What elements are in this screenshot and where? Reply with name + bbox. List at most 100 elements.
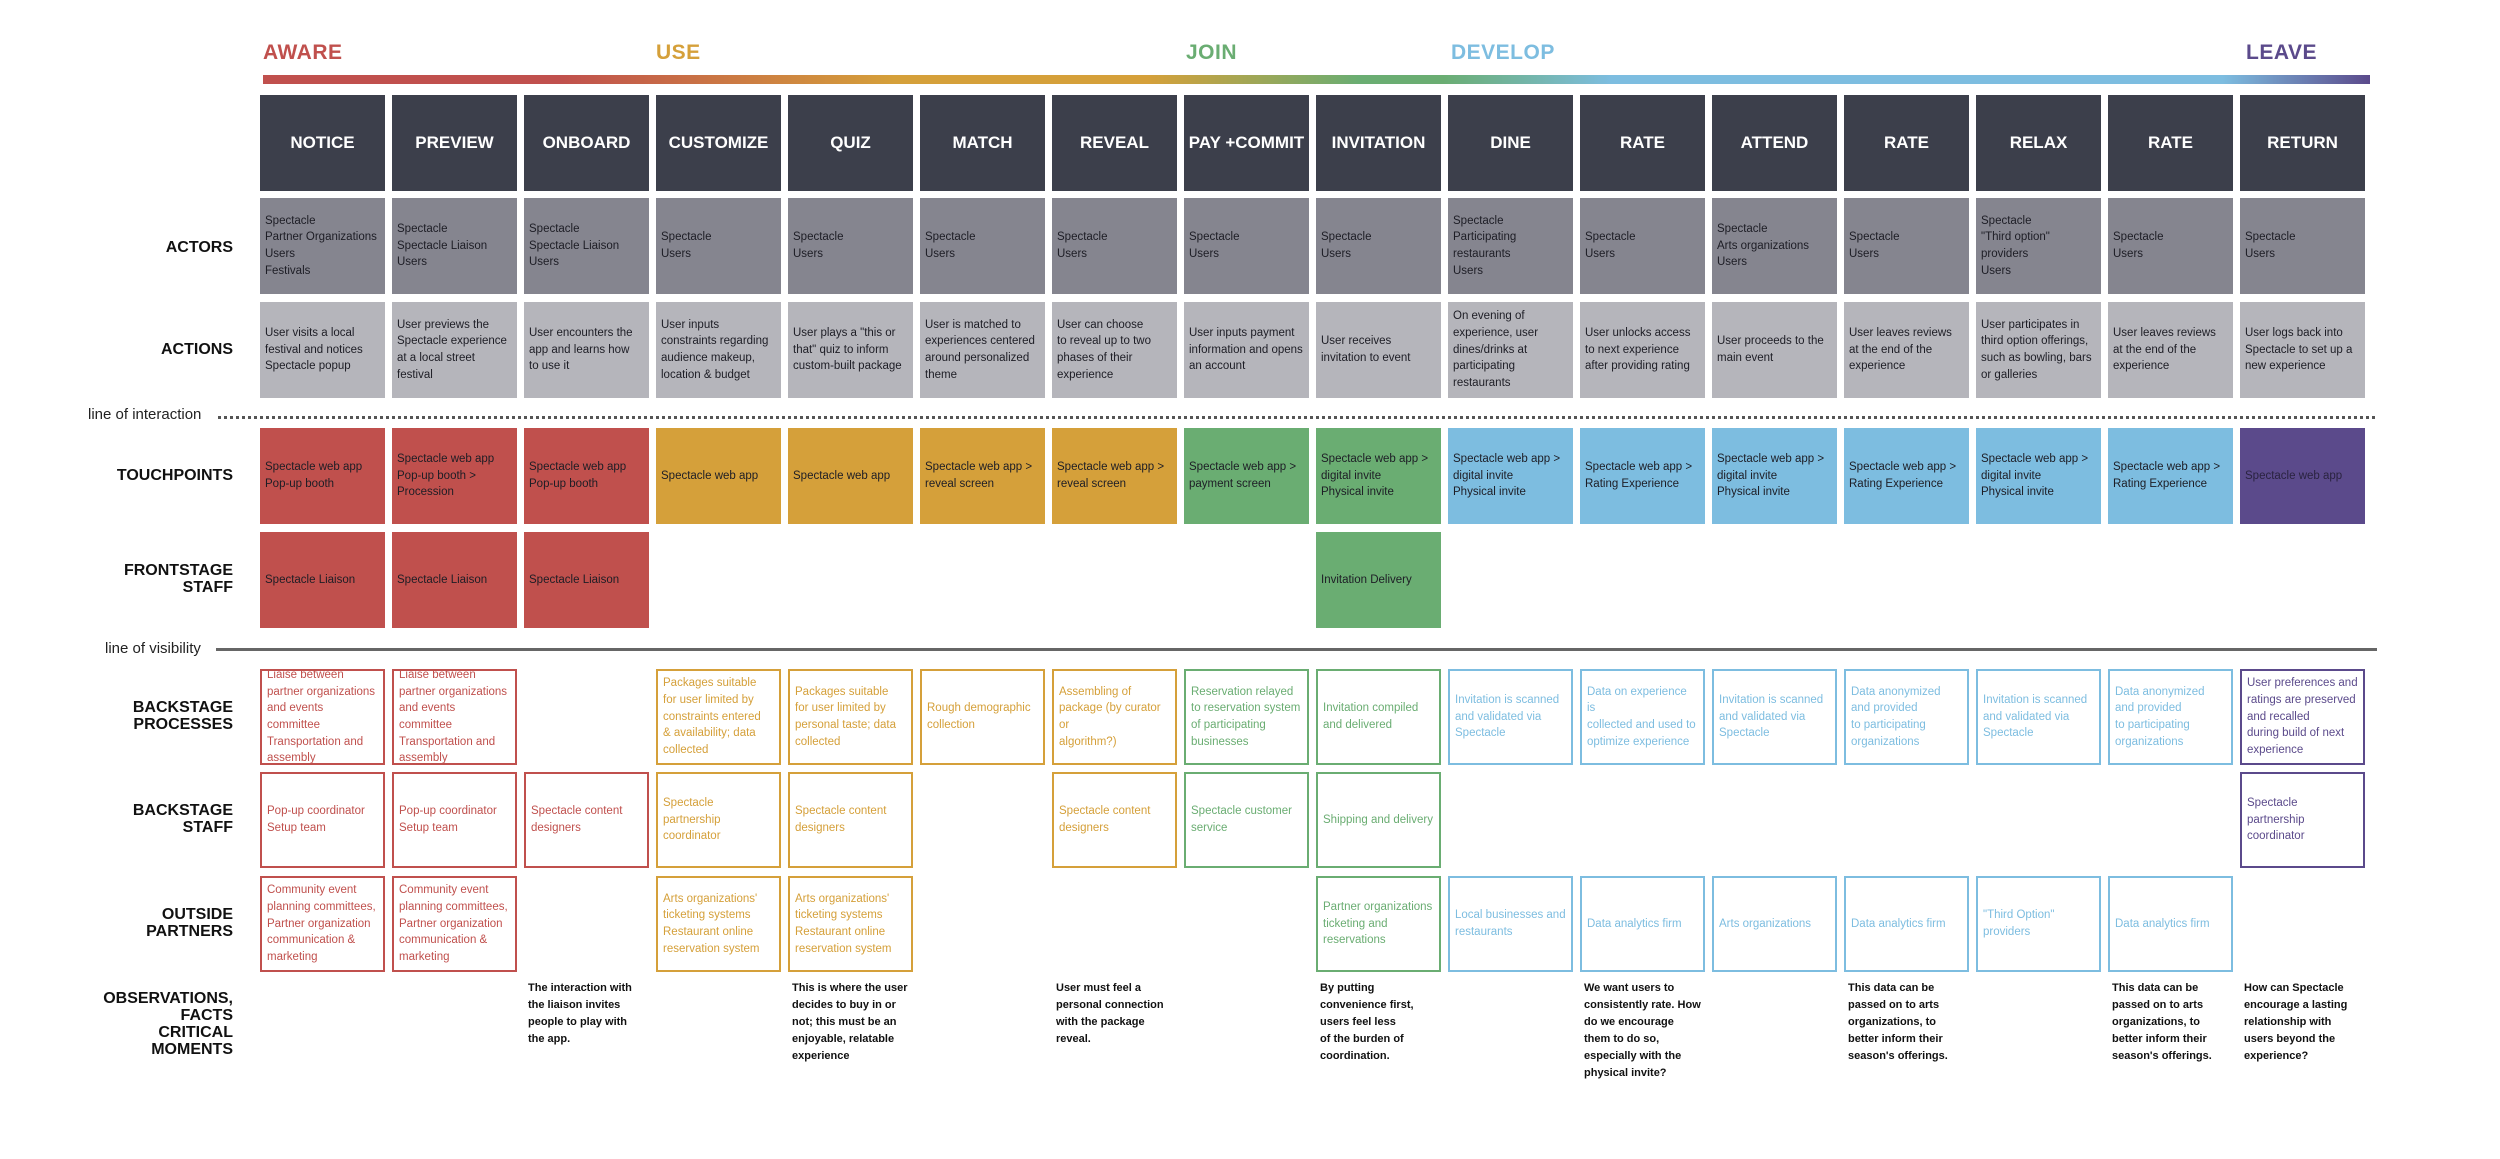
actions-cell-text-line: experience, user <box>1453 326 1539 339</box>
touchpoint-cell-text-line: Spectacle web app > <box>1981 452 2089 465</box>
outside-partner-cell-text-line: reservation system <box>663 942 760 955</box>
backstage-staff-cell-text-line: Shipping and delivery <box>1323 813 1433 826</box>
actors-cell-text-line: Spectacle <box>1981 214 2032 227</box>
touchpoint-cell-text-line: Spectacle web app > <box>1321 452 1429 465</box>
outside-partner-cell-text-line: ticketing and <box>1323 917 1388 930</box>
actions-cell-text-line: User logs back into <box>2245 326 2343 339</box>
backstage-process-cell-text-line: User preferences and <box>2247 677 2358 690</box>
backstage-staff-cell: Spectacle content designers <box>1052 772 1177 868</box>
observation-note-text-line: people to play with <box>528 1016 628 1029</box>
backstage-staff-cell-text-line: Spectacle content <box>795 805 887 818</box>
touchpoint-cell-text-line: Spectacle web app <box>397 452 495 465</box>
stage-header: RATE <box>1580 95 1705 191</box>
touchpoint-cell-text-line: Spectacle web app > <box>925 461 1033 474</box>
observation-note-text-line: passed on to arts <box>1848 999 1940 1012</box>
actors-cell-text-line: Spectacle <box>265 214 316 227</box>
backstage-process-cell-text-line: Data anonymized <box>2115 685 2205 698</box>
outside-partner-cell-text-line: planning committees, <box>399 901 508 913</box>
backstage-process-cell-text-line: assembly <box>399 752 448 765</box>
outside-partner-cell-text-line: Data analytics firm <box>1587 917 1682 930</box>
touchpoint-cell-text-line: Spectacle web app > <box>1453 452 1561 465</box>
touchpoint-cell-text-line: payment screen <box>1189 478 1271 490</box>
row-label-touchpoints: TOUCHPOINTS <box>116 466 233 484</box>
outside-partner-cell-text-line: Local businesses and <box>1455 909 1566 922</box>
actors-cell-text-line: Users <box>1189 248 1220 260</box>
stage-header: INVITATION <box>1316 95 1441 191</box>
backstage-staff-cell-text-line: designers <box>795 822 845 834</box>
backstage-process-cell-text-line: collection <box>927 719 975 731</box>
stage-header-label-line: RATE <box>2147 133 2193 153</box>
touchpoint-cell-text-line: Pop-up booth <box>265 478 335 490</box>
stage-header-label-line: QUIZ <box>830 133 871 153</box>
touchpoint-cell-text-line: Pop-up booth <box>529 478 599 490</box>
observation-note-text-line: of the burden of <box>1320 1033 1404 1046</box>
phase-develop-label: DEVELOP <box>1451 41 1555 64</box>
backstage-process-cell-text-line: Assembling of <box>1059 685 1132 698</box>
actors-cell-text-line: Participating <box>1453 231 1517 244</box>
actors-cell-text-line: Users <box>661 248 692 260</box>
outside-partner-cell-text-line: Data analytics firm <box>2115 917 2210 930</box>
actions-cell-text-line: new experience <box>2245 360 2326 373</box>
stage-header: RATE <box>2108 95 2233 191</box>
observation-note-text-line: convenience first, <box>1320 999 1414 1012</box>
phase-aware-label: AWARE <box>263 41 343 64</box>
outside-partner-cell-text-line: Restaurant online <box>795 926 886 938</box>
frontstage-staff-cell: Spectacle Liaison <box>392 532 517 628</box>
outside-partner-cell-text-line: Data analytics firm <box>1851 917 1946 930</box>
backstage-process-cell-text-line: businesses <box>1191 735 1249 748</box>
observation-note-text-line: enjoyable, relatable <box>792 1033 895 1046</box>
stage-header: PREVIEW <box>392 95 517 191</box>
touchpoint-cell: Spectacle web app >payment screen <box>1184 428 1309 524</box>
outside-partner-cell: Data analytics firm <box>1844 876 1969 972</box>
row-label-actors: ACTORS <box>165 238 233 256</box>
actors-cell-text-line: Spectacle Liaison <box>397 239 488 252</box>
actions-cell-text-line: custom-built package <box>793 360 902 373</box>
actions-cell-text-line: after providing rating <box>1585 360 1690 373</box>
outside-partner-cell-text-line: Community event <box>399 884 489 897</box>
stage-header-label-line: INVITATION <box>1331 133 1426 153</box>
actors-cell-text-line: Spectacle <box>1453 214 1504 227</box>
row-label-outside-partners: OUTSIDE PARTNERS <box>146 906 233 940</box>
frontstage-staff-cell: Spectacle Liaison <box>260 532 385 628</box>
backstage-process-cell-text-line: Data anonymized <box>1851 685 1941 698</box>
phase-use-label: USE <box>656 41 701 64</box>
stage-header: QUIZ <box>788 95 913 191</box>
actions-cell-text-line: User receives <box>1321 335 1392 348</box>
actions-cell-text-line: Spectacle to set up a <box>2245 343 2353 356</box>
phase-leave-label: LEAVE <box>2246 41 2317 64</box>
observation-note-text-line: The interaction with <box>528 982 632 994</box>
touchpoint-cell-text-line: Procession <box>397 486 454 499</box>
backstage-process-cell-text-line: and events committee <box>399 702 456 731</box>
backstage-staff-cell-text-line: designers <box>1059 822 1109 834</box>
backstage-process-cell-text-line: Packages suitable <box>795 685 889 698</box>
actions-cell-text-line: invitation to event <box>1321 352 1411 364</box>
backstage-process-cell-text-line: collected and used to <box>1587 719 1696 731</box>
actions-cell-text-line: festival and notices <box>265 343 363 356</box>
observation-note-text-line: users feel less <box>1320 1016 1396 1029</box>
outside-partner-cell: Local businesses and restaurants <box>1448 876 1573 972</box>
outside-partner-cell-text-line: Partner organization <box>267 917 371 930</box>
outside-partner-cell: "Third Option"providers <box>1976 876 2101 972</box>
backstage-staff-cell-text-line: Spectacle content <box>1059 805 1151 818</box>
backstage-process-cell-text-line: Spectacle <box>1719 727 1770 740</box>
actions-cell-text-line: User plays a "this or <box>793 326 896 339</box>
actors-cell-text-line: Users <box>925 248 956 260</box>
observation-note-text-line: them to do so, <box>1584 1033 1660 1046</box>
stage-header-label-line: REVEAL <box>1080 133 1149 153</box>
actors-cell-text-line: Users <box>2245 248 2276 260</box>
backstage-staff-cell: Spectacle content designers <box>788 772 913 868</box>
outside-partner-cell-text-line: restaurants <box>1455 926 1513 938</box>
